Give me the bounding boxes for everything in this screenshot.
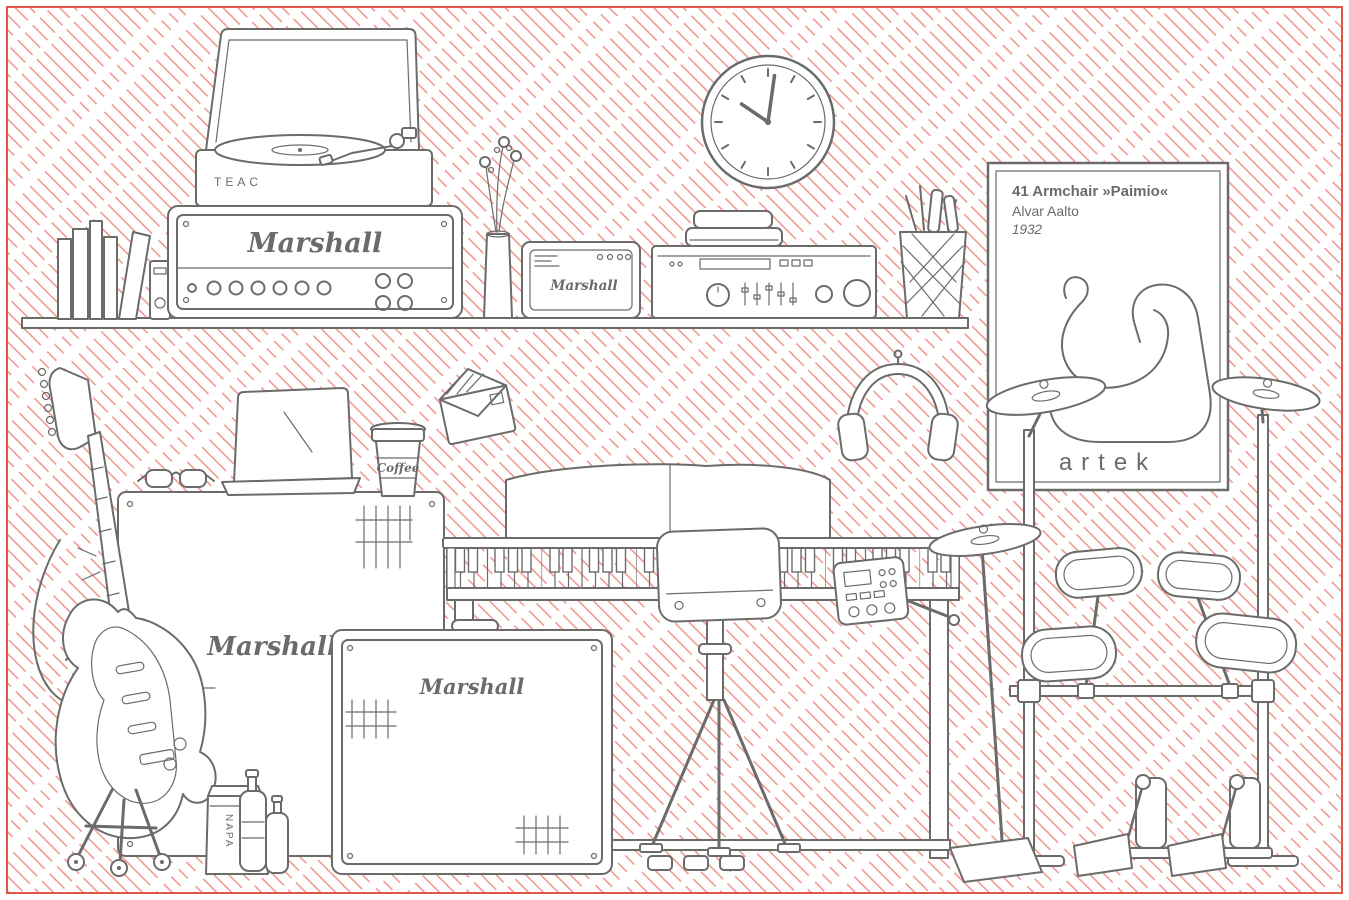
cabinet-ticks-top-left xyxy=(345,699,397,739)
bag-label: NAPA xyxy=(223,814,234,849)
cabinet-ticks-bottom-right xyxy=(515,815,569,855)
pickguard xyxy=(91,626,177,804)
receiver-chassis xyxy=(651,245,877,319)
marshall-amp-head: Marshall xyxy=(167,205,463,319)
stool-column xyxy=(706,615,724,701)
headphones xyxy=(837,349,959,462)
flower-vase xyxy=(479,136,522,319)
stool-legs xyxy=(650,698,788,852)
flower-stems xyxy=(485,145,515,233)
stand-neck-bracket xyxy=(77,547,101,581)
amp-knobs xyxy=(187,273,413,311)
laptop xyxy=(221,387,361,496)
receiver-sliders xyxy=(741,282,797,306)
ear-cup-right xyxy=(927,412,959,462)
module-screen xyxy=(843,569,872,588)
sheet-music xyxy=(505,463,831,541)
small-speaker-logo: Marshall xyxy=(549,278,617,294)
clock-ticks xyxy=(714,68,822,176)
drum-sound-module xyxy=(832,556,960,626)
marshall-speaker-cabinet: Marshall xyxy=(331,619,613,875)
stool-seat xyxy=(656,527,782,623)
cabinet-logo: Marshall xyxy=(419,674,525,699)
kick-pedal-right xyxy=(1167,774,1273,877)
receiver-knobs xyxy=(706,279,871,307)
speaker-control-knobs xyxy=(596,253,632,261)
laptop-base xyxy=(221,477,361,496)
pen-cup xyxy=(899,185,967,319)
tonearm xyxy=(318,127,417,167)
stereo-receiver xyxy=(651,210,877,319)
ear-cup-left xyxy=(837,412,869,462)
books-row xyxy=(57,220,171,320)
speaker-grill-ticks xyxy=(534,255,560,267)
clock-hands xyxy=(739,73,777,124)
sketch-hatch-ticks xyxy=(355,505,413,569)
amp-corner-screws xyxy=(182,220,448,304)
flap-stripes xyxy=(446,373,484,395)
small-marshall-speaker: Marshall xyxy=(521,241,641,319)
turntable-logo: TEAC xyxy=(214,175,262,189)
vase-body xyxy=(483,233,513,319)
poster-title: 41 Armchair »Paimio« xyxy=(1012,183,1168,200)
paimio-armchair-drawing xyxy=(1048,276,1212,443)
stacked-book xyxy=(685,227,783,247)
guitar-body xyxy=(54,598,217,840)
hihat-stand-pole xyxy=(980,546,1004,842)
envelope xyxy=(438,368,517,446)
poster-designer: Alvar Aalto xyxy=(1012,203,1079,219)
paper-bag-and-bottles: NAPA xyxy=(205,769,289,875)
guitar-stand xyxy=(67,788,171,877)
crash-cymbal-left xyxy=(985,376,1107,416)
receiver-buttons xyxy=(669,259,813,267)
bottle-small xyxy=(265,795,289,874)
hihat-cymbal xyxy=(928,523,1042,557)
drum-pad-2 xyxy=(1156,551,1242,601)
coffee-cup: Coffee xyxy=(370,422,426,497)
poster-year: 1932 xyxy=(1012,222,1043,237)
crash-cymbal-right xyxy=(1211,376,1321,412)
amp-head-logo: Marshall xyxy=(247,228,382,259)
piano-pedals xyxy=(647,855,745,871)
drum-pad-4 xyxy=(1195,612,1298,674)
wire-cup xyxy=(899,231,967,319)
eyeglasses xyxy=(137,469,215,488)
drum-pad-1 xyxy=(1054,547,1143,599)
drum-pad-3 xyxy=(1020,625,1118,683)
tremolo-bridge xyxy=(139,748,175,766)
turntable-lid xyxy=(205,28,420,151)
piano-stool xyxy=(639,527,801,857)
tuner-pegs xyxy=(37,367,57,437)
laptop-screen xyxy=(233,387,353,483)
wall-clock xyxy=(700,54,836,190)
wire-mesh xyxy=(900,233,966,317)
module-buttons xyxy=(845,567,897,618)
coffee-label: Coffee xyxy=(377,461,420,475)
electric-guitar xyxy=(32,367,217,877)
electronic-drum-kit xyxy=(928,376,1321,883)
stacked-box xyxy=(693,210,773,229)
upright-logo: Marshall xyxy=(206,632,337,662)
stamp xyxy=(489,391,505,406)
hihat-pedal xyxy=(949,837,1043,883)
flower-blossoms xyxy=(479,136,522,174)
frets xyxy=(90,466,120,597)
piano-right-leg xyxy=(929,599,949,859)
turntable: TEAC xyxy=(195,28,433,207)
stool-adjuster xyxy=(698,643,732,655)
receiver-display xyxy=(699,258,771,270)
kick-pedal-left xyxy=(1073,774,1179,877)
guitar-headstock xyxy=(48,367,97,451)
pickups xyxy=(115,661,157,735)
poster-brand: artek xyxy=(1059,449,1157,476)
cabinet-screws xyxy=(346,644,598,860)
